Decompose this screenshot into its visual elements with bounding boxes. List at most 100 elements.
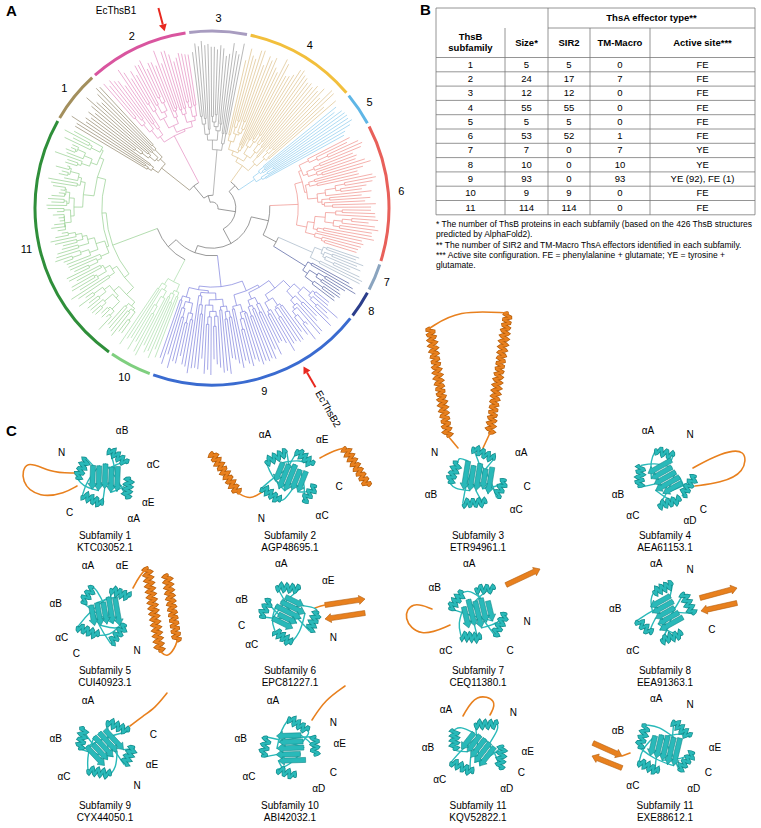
helix-label: αB [50,599,62,611]
tree-branch [215,293,216,300]
tree-branch [186,288,189,297]
tree-branch [321,240,324,242]
helix-label: αA [127,513,139,525]
tree-branch [108,275,109,277]
helix-label: αA [267,695,279,707]
tree-branch [323,247,326,248]
tree-branch [97,94,154,150]
helix-label: N [431,447,438,459]
tree-branch [94,287,103,293]
tree-branch [189,298,190,302]
tree-branch [208,324,209,369]
table-cell: 10 [615,159,626,170]
tree-branch [80,178,81,185]
tree-branch [94,275,96,276]
tree-branch [61,189,65,191]
tree-branch [160,117,167,121]
helix-label: αA [642,425,654,437]
tree-branch [248,297,255,300]
tree-branch [268,311,270,314]
table-rule [436,214,755,215]
tree-branch [327,155,328,157]
helix [77,626,98,637]
protein-structure [77,568,179,655]
helix [274,630,292,643]
tree-branch [109,314,111,316]
helix-label: αC [243,771,256,783]
tree-branch [258,285,259,287]
tree-branch [225,312,227,319]
helix [654,582,672,594]
tree-branch [265,303,269,311]
tree-branch [174,260,185,282]
tree-branch [111,311,128,331]
structure-name: Subfamily 11 [449,800,506,812]
structure-name: Subfamily 6 [264,665,316,677]
tree-branch [201,292,216,294]
tree-branch [255,308,276,359]
tree-branch [237,121,239,128]
helix [656,449,674,458]
beta-strand [647,735,657,755]
tree-branch [252,139,253,141]
tree-branch [48,208,64,209]
tree-branch [303,262,308,270]
tree-branch [345,181,372,186]
tree-branch [155,150,162,157]
tree-branch [327,141,358,155]
subfamily-arc [353,293,368,316]
tree-branch [131,288,162,337]
table-cell: 5 [468,116,473,127]
beta-strand [701,601,738,615]
table-cell: 93 [615,174,626,185]
helix-label: αC [55,632,68,644]
helix [448,462,459,482]
tree-branch [94,238,98,250]
tree-branch [264,112,334,167]
protein-structure [406,567,540,640]
tree-branch [150,165,153,167]
helix-label: αC [316,511,329,523]
tree-branch [156,296,161,305]
tree-branch [64,200,67,201]
tree-branch [56,166,69,170]
accession-number: KQV52822.1 [449,812,506,824]
tree-branch [65,188,66,189]
tree-branch [248,305,252,307]
tree-branch [164,112,166,117]
protein-structure [427,312,510,506]
beta-strand [88,465,97,489]
tree-branch [46,205,66,206]
beta-strand [272,616,293,630]
tree-branch [175,111,177,117]
table-cell: 9 [524,188,529,199]
tree-branch [77,183,78,186]
tree-branch [220,307,221,310]
tree-branch [71,215,74,216]
tree-branch [174,136,198,183]
helix-label: αE [334,738,346,750]
tree-branch [234,133,239,135]
tree-branch [193,115,197,117]
tree-branch [317,174,322,175]
accession-number: KTC03052.1 [77,542,133,554]
helix-label: αA [515,447,527,459]
tree-branch [301,302,303,304]
helix [659,497,680,508]
tree-branch [100,265,101,267]
tree-branch [253,157,258,162]
helix [464,499,486,506]
tree-branch [131,309,135,312]
tree-branch [176,58,187,102]
helix-label: N [686,564,693,576]
helix [639,761,659,773]
tree-branch [248,307,251,316]
tree-branch [315,171,358,182]
tree-branch [134,149,135,151]
helix-label: αD [500,783,513,795]
tree-branch [305,270,309,277]
tree-branch [73,138,88,146]
phylogenetic-tree [35,31,389,385]
accession-number: ABI42032.1 [264,812,316,824]
tree-branch [110,265,115,272]
